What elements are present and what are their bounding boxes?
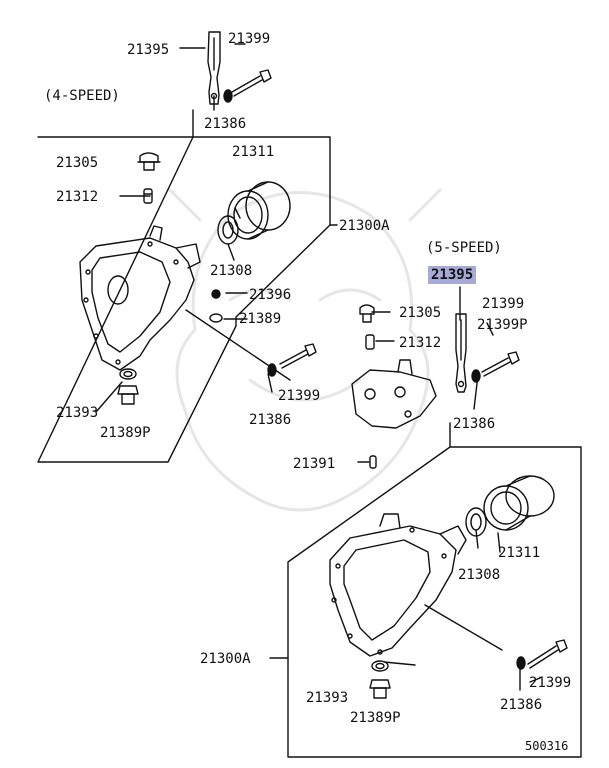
group-outline-5speed	[287, 422, 582, 758]
part-21386-mid-drawing	[267, 363, 277, 377]
part-21305-right-drawing	[359, 304, 375, 323]
part-label: 21399	[529, 675, 572, 691]
part-label-highlighted[interactable]: 21395	[428, 266, 477, 284]
group-outline-4speed	[37, 109, 331, 463]
part-21308-left-drawing	[217, 215, 239, 261]
part-label: 21305	[56, 155, 99, 171]
part-21308-lower-drawing	[465, 507, 487, 537]
part-label: 21399	[278, 388, 321, 404]
part-label: 21386	[453, 416, 496, 432]
part-21311-lower-drawing	[483, 475, 555, 531]
part-label: 21393	[306, 690, 349, 706]
part-label: 21300A	[200, 651, 251, 667]
part-label: 21308	[210, 263, 253, 279]
part-label: 21391	[293, 456, 336, 472]
part-21395-right-drawing	[455, 313, 467, 393]
part-label: 21395	[127, 42, 170, 58]
part-21399-top-drawing	[231, 69, 272, 97]
part-label: 21305	[399, 305, 442, 321]
part-21389-drawing	[209, 313, 223, 323]
part-21399-right-drawing	[481, 351, 520, 377]
part-21393-left-drawing	[119, 368, 137, 380]
part-21386-lower-drawing	[516, 656, 526, 670]
section-title-5speed: (5-SPEED)	[426, 240, 502, 256]
part-21311-left-drawing	[227, 181, 291, 240]
part-21396-drawing	[211, 289, 221, 299]
part-21312-left-drawing	[143, 188, 153, 204]
part-label: 21386	[204, 116, 247, 132]
part-label: 21399	[228, 31, 271, 47]
part-21395-top-drawing	[207, 31, 221, 105]
shift-cover-drawing	[351, 359, 437, 429]
part-21389P-lower-drawing	[369, 679, 391, 699]
part-label: 21300A	[339, 218, 390, 234]
part-label: 21399	[482, 296, 525, 312]
part-21386-top-drawing	[223, 89, 233, 103]
part-label: 21389	[239, 311, 282, 327]
part-21386-right-drawing	[471, 369, 481, 383]
part-21399-mid-drawing	[279, 343, 317, 369]
part-label: 21308	[458, 567, 501, 583]
leader-lines	[95, 43, 541, 691]
watermark-emblem	[168, 188, 442, 512]
part-label: 21311	[498, 545, 541, 561]
extension-housing-4speed-drawing	[79, 225, 201, 371]
figure-number: 500316	[525, 739, 569, 753]
part-21389P-left-drawing	[117, 385, 139, 405]
part-21312-right-drawing	[365, 334, 375, 350]
part-label: 21389P	[350, 710, 401, 726]
part-label: 21389P	[100, 425, 151, 441]
part-label: 21386	[249, 412, 292, 428]
part-21399-lower-drawing	[527, 639, 568, 669]
part-label: 21386	[500, 697, 543, 713]
part-21391-drawing	[369, 455, 377, 469]
part-21393-lower-drawing	[371, 660, 389, 672]
part-label: 21399P	[477, 317, 528, 333]
part-label: 21312	[399, 335, 442, 351]
part-label: 21393	[56, 405, 99, 421]
part-label: 21396	[249, 287, 292, 303]
part-label: 21311	[232, 144, 275, 160]
section-title-4speed: (4-SPEED)	[44, 88, 120, 104]
part-label: 21312	[56, 189, 99, 205]
part-21305-left-drawing	[139, 152, 159, 171]
extension-housing-5speed-drawing	[329, 513, 467, 657]
